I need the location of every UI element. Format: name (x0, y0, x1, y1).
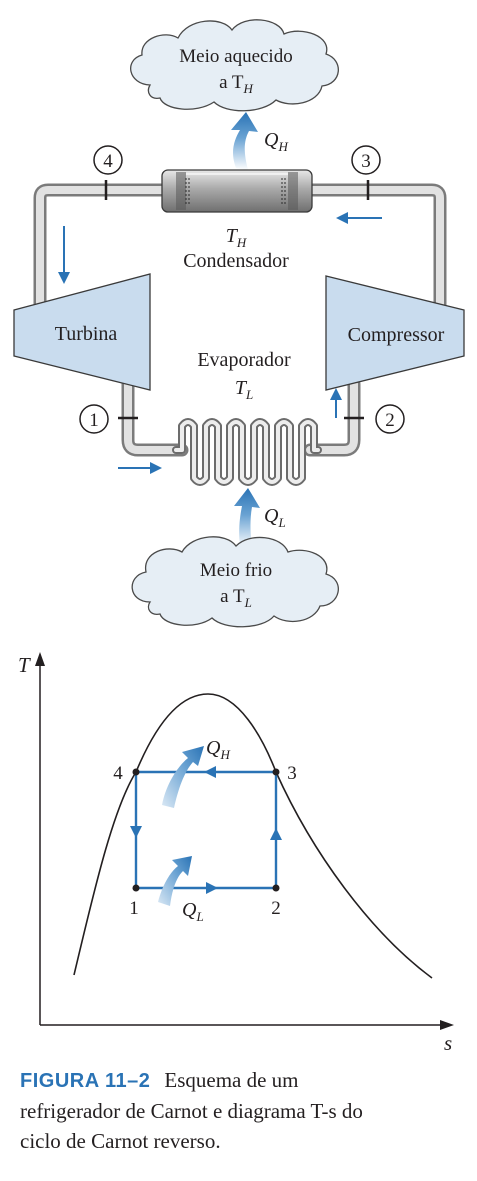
ts-point-3-label: 3 (287, 763, 297, 784)
cycle-points (132, 768, 280, 892)
arrow-4-to-1 (130, 826, 142, 838)
ts-point-4-label: 4 (113, 763, 123, 784)
flow-arrows (58, 212, 382, 474)
arrow-2-to-3 (270, 828, 282, 840)
condenser: TH Condensador (161, 169, 313, 272)
hot-cloud-line2: a TH (219, 72, 253, 96)
state-2-marker: 2 (375, 404, 405, 434)
figure-number: FIGURA 11–2 (20, 1070, 151, 1092)
state-3-marker: 3 (351, 145, 381, 175)
refrigerator-schematic: Meio aquecido a TH QH (13, 19, 465, 628)
evaporator-temperature: TL (235, 377, 253, 402)
figure-caption: FIGURA 11–2 Esquema de um refrigerador de… (20, 1065, 470, 1156)
point-2 (272, 884, 280, 892)
turbine-label: Turbina (55, 323, 118, 345)
svg-text:2: 2 (385, 410, 395, 431)
condenser-temperature: TH (226, 225, 247, 250)
ts-y-axis-label: T (18, 653, 31, 677)
state-1-marker: 1 (79, 404, 109, 434)
ts-x-axis-label: s (444, 1031, 452, 1055)
compressor-label: Compressor (348, 324, 445, 346)
ts-qh-label: QH (206, 737, 230, 762)
point-4 (132, 768, 140, 776)
hot-medium-cloud: Meio aquecido a TH (130, 19, 339, 112)
caption-line1: Esquema de um (164, 1068, 299, 1092)
point-3 (272, 768, 280, 776)
svg-text:1: 1 (89, 410, 99, 431)
state-4-marker: 4 (93, 145, 123, 175)
schematic-qh-label: QH (264, 129, 288, 154)
compressor: Compressor (325, 275, 465, 391)
carnot-cycle (130, 766, 282, 894)
ts-axes (35, 652, 454, 1030)
ts-point-1-label: 1 (129, 898, 139, 919)
svg-text:4: 4 (103, 151, 113, 172)
state-tick-marks (104, 180, 370, 420)
condenser-label: Condensador (183, 250, 289, 272)
schematic-ql-label: QL (264, 505, 286, 530)
ts-diagram: T s 4 3 1 2 QH (18, 652, 454, 1055)
turbine: Turbina (13, 273, 151, 391)
refrigerant-piping (33, 183, 447, 457)
evaporator-label: Evaporador (197, 349, 291, 371)
svg-text:3: 3 (361, 151, 371, 172)
cold-cloud-line2: a TL (220, 586, 252, 610)
state-circles: 4 3 1 2 (79, 145, 405, 434)
qh-heat-arrow: QH (231, 112, 288, 170)
cold-cloud-line1: Meio frio (200, 560, 272, 581)
ts-ql-label: QL (182, 899, 204, 924)
cold-medium-cloud: Meio frio a TL (131, 536, 339, 628)
caption-line2: refrigerador de Carnot e diagrama T-s do (20, 1099, 363, 1123)
ts-point-2-label: 2 (271, 898, 281, 919)
point-1 (132, 884, 140, 892)
ts-ql-arrow: QL (158, 856, 204, 924)
evaporator-coil (172, 418, 322, 486)
hot-cloud-line1: Meio aquecido (179, 46, 292, 67)
arrow-1-to-2 (206, 882, 218, 894)
caption-line3: ciclo de Carnot reverso. (20, 1129, 221, 1153)
ql-heat-arrow: QL (234, 488, 286, 548)
arrow-3-to-4 (204, 766, 216, 778)
saturation-dome (73, 693, 433, 979)
ts-qh-arrow: QH (162, 737, 230, 808)
